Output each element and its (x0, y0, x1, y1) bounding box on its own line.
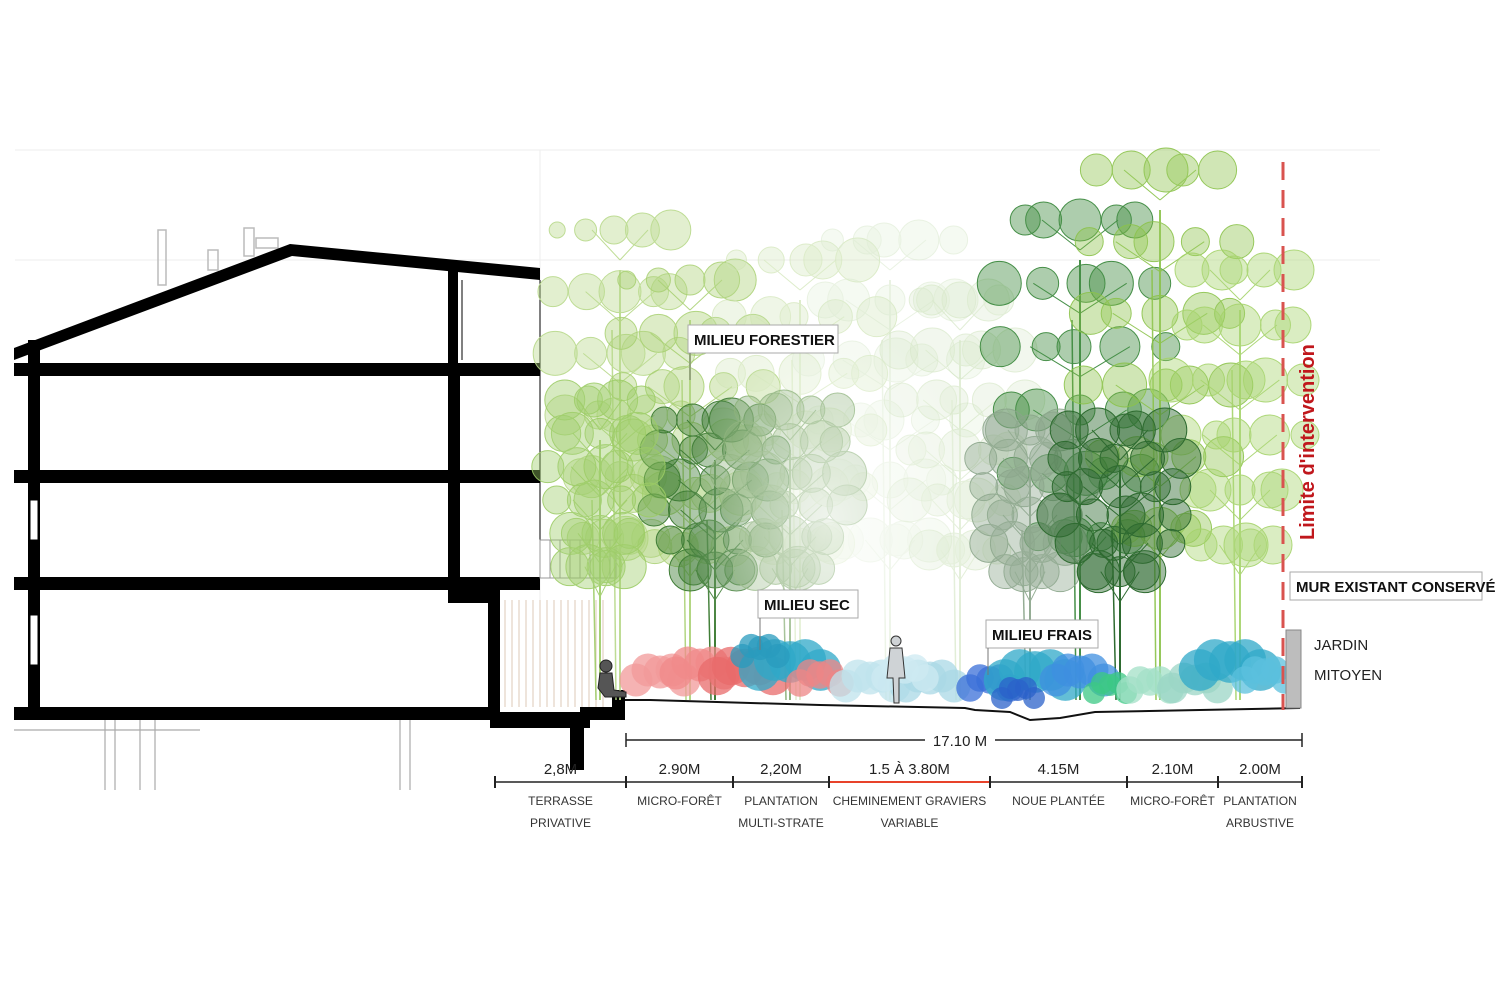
segment-width: 2.00M (1239, 761, 1281, 778)
seated-person (597, 659, 627, 698)
segment-label-line2: PRIVATIVE (530, 816, 591, 830)
callout-milieu-forestier: MILIEU FORESTIER (687, 324, 839, 380)
label-jardin: JARDIN (1314, 637, 1368, 654)
chimneys (157, 227, 279, 286)
shrub (730, 633, 790, 669)
segment-label-line1: PLANTATION (744, 794, 818, 808)
segment-label-line1: PLANTATION (1223, 794, 1297, 808)
total-width-label: 17.10 M (933, 733, 987, 750)
shrub (991, 677, 1045, 709)
terrace-screen (504, 600, 604, 707)
callout-mur-existant: MUR EXISTANT CONSERVÉ (1289, 571, 1495, 601)
attic-wall (448, 265, 458, 365)
segment-label-line1: CHEMINEMENT GRAVIERS (833, 794, 987, 808)
shrub-layer (619, 633, 1299, 709)
label-milieu-forestier: MILIEU FORESTIER (694, 332, 835, 349)
total-dimension: 17.10 M (625, 730, 1303, 750)
segment-dimensions: 2,8M TERRASSE PRIVATIVE 2.90M MICRO-FORÊT 2,2… (494, 761, 1303, 830)
segment-width: 2,8M (544, 761, 577, 778)
mist-overlay (680, 320, 980, 720)
existing-wall (1285, 629, 1302, 709)
segment-label-line2: VARIABLE (881, 816, 939, 830)
label-milieu-frais: MILIEU FRAIS (992, 627, 1092, 644)
walking-person (886, 635, 906, 704)
tree (964, 408, 1100, 701)
floor-slab-3 (14, 363, 540, 376)
segment-label-line1: MICRO-FORÊT (637, 793, 722, 808)
tree (1148, 249, 1320, 701)
shrub (1231, 656, 1299, 694)
tree (1036, 407, 1202, 701)
ground-slab (14, 707, 500, 720)
segment-width: 4.15M (1038, 761, 1080, 778)
tree (531, 379, 667, 701)
segment-label-line2: MULTI-STRATE (738, 816, 824, 830)
right-wall (448, 376, 460, 591)
segment-width: 2,20M (760, 761, 802, 778)
segment-width: 1.5 À 3.80M (869, 761, 950, 778)
segment-label-line1: MICRO-FORÊT (1130, 793, 1215, 808)
building-section (14, 227, 625, 790)
label-mur-existant: MUR EXISTANT CONSERVÉ (1296, 579, 1495, 596)
callout-milieu-sec: MILIEU SEC (757, 589, 859, 650)
limit-label: Limite d'intervention (1297, 344, 1319, 540)
segment-label-line1: NOUE PLANTÉE (1012, 793, 1105, 808)
segment-label-line2: ARBUSTIVE (1226, 816, 1294, 830)
callout-milieu-frais: MILIEU FRAIS (985, 619, 1099, 675)
floor-slab-1 (14, 577, 540, 590)
segment-label-line1: TERRASSE (528, 794, 593, 808)
floor-slab-2 (14, 470, 540, 483)
label-mitoyen: MITOYEN (1314, 667, 1382, 684)
roof (14, 244, 540, 360)
segment-width: 2.90M (659, 761, 701, 778)
segment-width: 2.10M (1152, 761, 1194, 778)
left-wall (28, 363, 40, 720)
ground-line (625, 699, 1301, 722)
terrace-slab (490, 690, 625, 728)
label-milieu-sec: MILIEU SEC (764, 597, 850, 614)
foundations (14, 720, 411, 790)
